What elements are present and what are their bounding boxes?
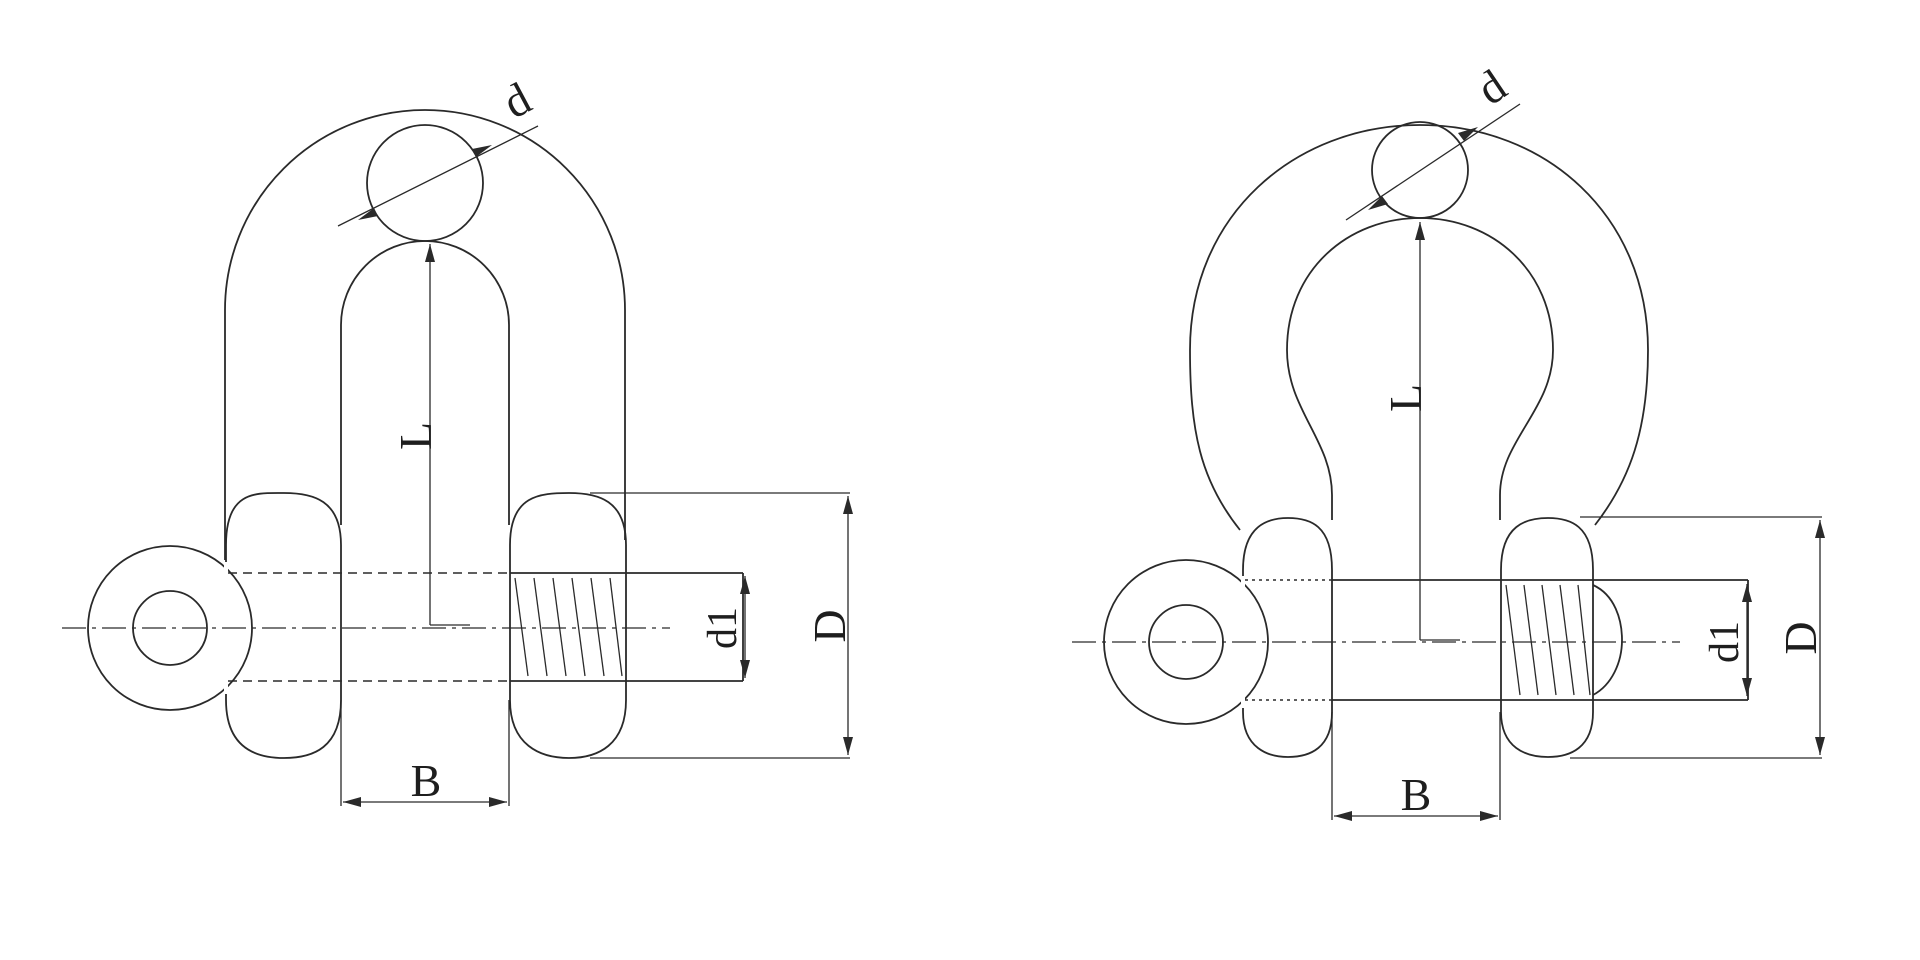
d-shackle-crown-section	[366, 124, 484, 242]
d-shackle-D-label: D	[804, 609, 855, 642]
d-shackle-B-label: B	[411, 755, 442, 806]
bow-shackle-d1-label: d1	[1702, 621, 1748, 663]
bow-shackle-thread-hatch	[1505, 584, 1591, 696]
bow-shackle-outer-outline	[1189, 124, 1649, 531]
bow-shackle-right-ear	[1500, 517, 1594, 758]
d-shackle-right-ear	[509, 492, 627, 759]
d-shackle-thread-hatch	[514, 577, 623, 677]
d-shackle-d-dimension-line	[337, 125, 539, 227]
d-shackle-L-label: L	[390, 422, 441, 450]
d-shackle-left-ear	[225, 492, 342, 759]
d-shackle-d1-label: d1	[700, 607, 746, 649]
bow-shackle-d-label: d	[1468, 60, 1516, 115]
d-shackle-d-label: d	[495, 72, 539, 128]
bow-shackle-d-dimension-line	[1345, 103, 1521, 221]
bow-shackle-D-label: D	[1775, 621, 1826, 654]
bow-shackle-L-label: L	[1380, 384, 1431, 412]
bow-shackle-left-ear	[1242, 517, 1333, 758]
d-shackle-outer-outline	[224, 109, 626, 560]
d-shackle-inner-outline	[340, 240, 510, 525]
bow-shackle-pin-end-bulge	[1592, 584, 1623, 696]
d-shackle-drawing: L d d1 D B	[62, 72, 855, 807]
bow-shackle-crown-section	[1371, 121, 1469, 219]
bow-shackle-B-label: B	[1401, 769, 1432, 820]
bow-shackle-drawing: L d d1 D B	[1072, 60, 1826, 821]
